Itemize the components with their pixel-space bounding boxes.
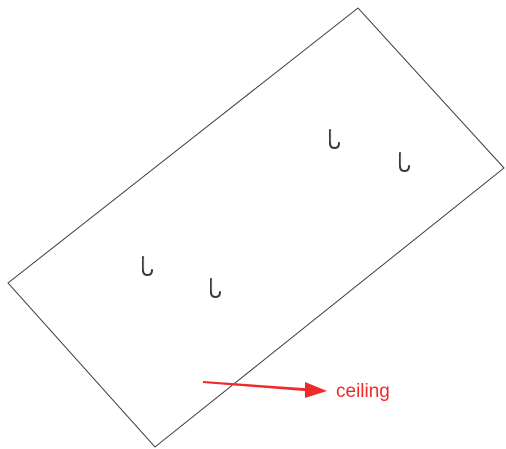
ceiling-panel-outline <box>7 7 505 448</box>
arrow-head <box>305 382 327 398</box>
ceiling-hook-icon <box>210 278 221 298</box>
arrow-shaft <box>203 381 310 392</box>
annotation-arrow <box>203 381 327 398</box>
ceiling-hook-icon <box>142 256 153 276</box>
ceiling-label: ceiling <box>336 381 390 402</box>
ceiling-hook-icon <box>399 152 410 172</box>
ceiling-hook-icon <box>329 129 340 149</box>
